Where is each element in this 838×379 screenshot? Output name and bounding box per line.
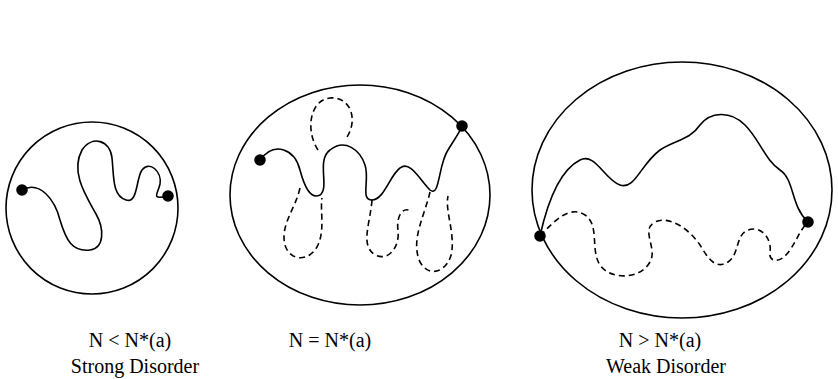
dashed-path bbox=[367, 200, 412, 257]
dashed-path bbox=[417, 192, 453, 271]
dashed-path bbox=[540, 212, 808, 276]
end-dot bbox=[535, 231, 545, 241]
end-dot bbox=[803, 217, 813, 227]
regime-label: Weak Disorder bbox=[606, 356, 726, 376]
condition-label: N > N*(a) bbox=[619, 330, 701, 350]
dashed-path bbox=[311, 98, 352, 150]
end-dot bbox=[163, 191, 173, 201]
polymer-path bbox=[22, 141, 168, 250]
end-dot bbox=[255, 155, 265, 165]
polymer-path bbox=[540, 114, 808, 236]
end-dot bbox=[457, 121, 467, 131]
boundary-circle bbox=[6, 122, 178, 294]
condition-label: N = N*(a) bbox=[289, 330, 371, 350]
boundary-ellipse bbox=[532, 62, 832, 318]
regime-label: Strong Disorder bbox=[71, 356, 199, 376]
dashed-path bbox=[284, 188, 322, 258]
condition-label: N < N*(a) bbox=[89, 330, 171, 350]
boundary-ellipse bbox=[230, 85, 490, 305]
polymer-path bbox=[260, 126, 462, 200]
end-dot bbox=[17, 185, 27, 195]
